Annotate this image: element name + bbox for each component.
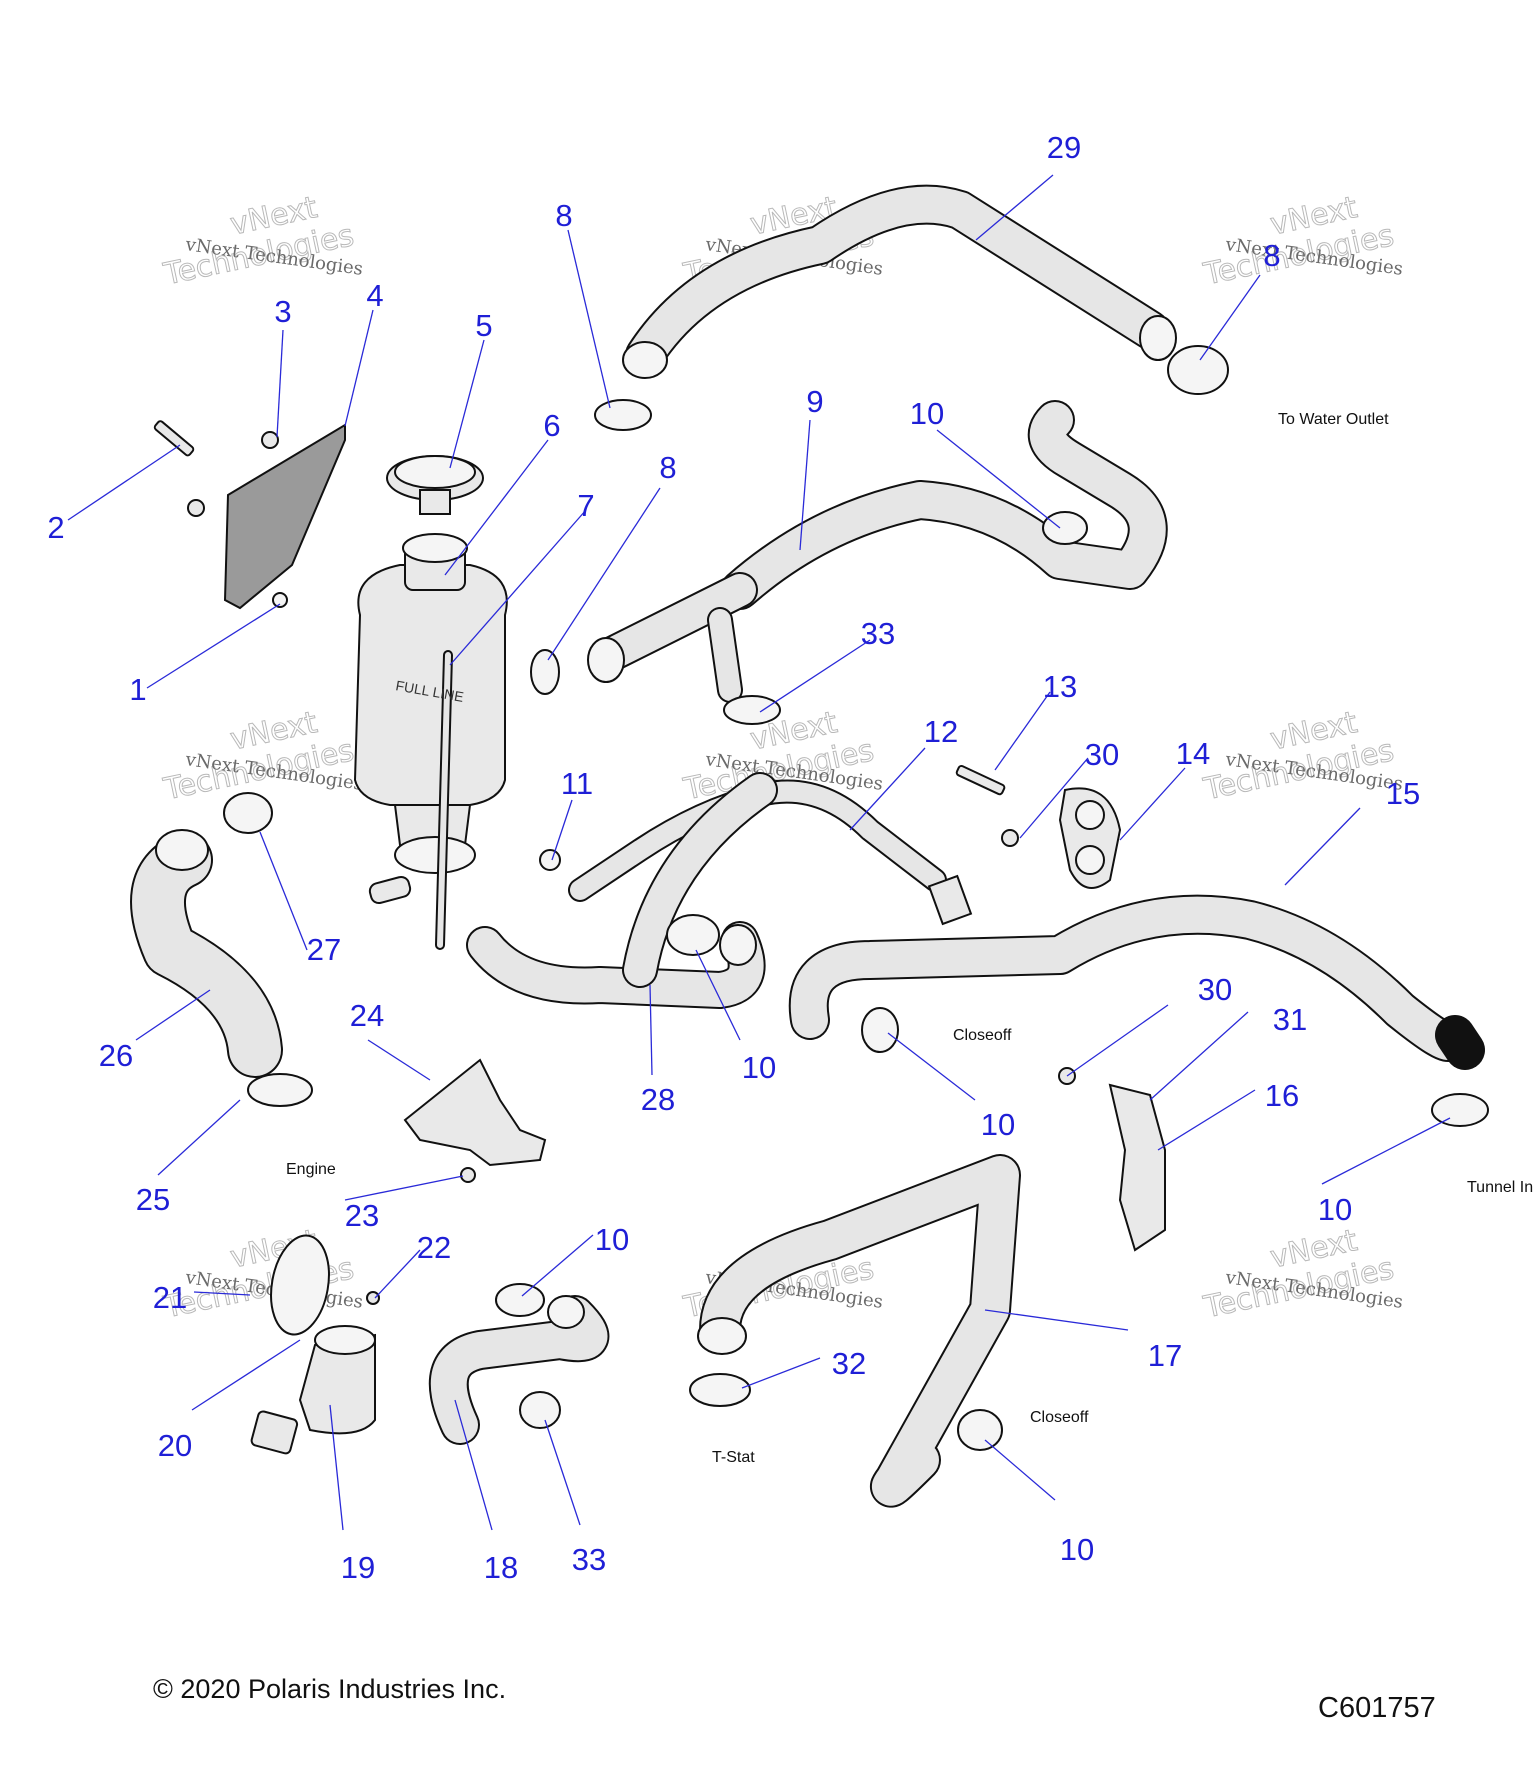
callout-3: 3 <box>274 294 291 329</box>
callout-labels: 1 2 3 4 5 6 7 8 8 8 9 10 10 10 10 10 10 … <box>47 130 1420 1585</box>
callout-4: 4 <box>366 278 383 313</box>
diagram-code: C601757 <box>1318 1692 1436 1724</box>
note-tstat: T-Stat <box>712 1449 755 1466</box>
hose-9 <box>587 400 1168 703</box>
callout-9: 9 <box>806 384 823 419</box>
hose-18 <box>428 1295 610 1445</box>
note-tunnel-in: Tunnel In <box>1467 1179 1533 1196</box>
callout-27: 27 <box>307 932 341 967</box>
callout-25: 25 <box>136 1182 170 1217</box>
callout-33a: 33 <box>861 616 895 651</box>
leader-lines <box>67 174 1451 1531</box>
callout-7: 7 <box>577 488 594 523</box>
callout-11: 11 <box>561 766 593 801</box>
callout-10b: 10 <box>742 1050 776 1085</box>
callout-10f: 10 <box>1060 1532 1094 1567</box>
callout-32: 32 <box>832 1346 866 1381</box>
copyright-notice: © 2020 Polaris Industries Inc. <box>153 1674 507 1704</box>
hose-17 <box>697 1154 1021 1508</box>
thermostat-housing-19 <box>250 1325 376 1455</box>
callout-19: 19 <box>341 1550 375 1585</box>
callout-16: 16 <box>1265 1078 1299 1113</box>
coolant-reservoir: FULL LINE <box>353 533 508 950</box>
callout-30b: 30 <box>1198 972 1232 1007</box>
bracket-4 <box>223 423 346 610</box>
note-closeoff: Closeoff <box>953 1027 1012 1044</box>
note-engine: Engine <box>286 1161 336 1178</box>
callout-12: 12 <box>924 714 958 749</box>
callout-8b: 8 <box>1263 238 1280 273</box>
callout-10d: 10 <box>1318 1192 1352 1227</box>
callout-10e: 10 <box>595 1222 629 1257</box>
clamps <box>223 345 1489 1451</box>
callout-26: 26 <box>99 1038 133 1073</box>
callout-24: 24 <box>350 998 384 1033</box>
elbow-24 <box>403 1058 547 1167</box>
callout-30a: 30 <box>1085 737 1119 772</box>
callout-2: 2 <box>47 510 64 545</box>
hose-12 <box>568 779 973 926</box>
bracket-16 <box>1108 1083 1166 1252</box>
callout-1: 1 <box>129 672 146 707</box>
note-water-outlet: To Water Outlet <box>1278 411 1389 428</box>
hose-29 <box>622 184 1177 379</box>
callout-15: 15 <box>1386 776 1420 811</box>
hose-28 <box>466 772 778 1009</box>
callout-23: 23 <box>345 1198 379 1233</box>
callout-28: 28 <box>641 1082 675 1117</box>
callout-21: 21 <box>153 1280 187 1315</box>
radiator-cap <box>386 455 484 515</box>
callout-17: 17 <box>1148 1338 1182 1373</box>
callout-14: 14 <box>1176 736 1210 771</box>
callout-29: 29 <box>1047 130 1081 165</box>
callout-31: 31 <box>1273 1002 1307 1037</box>
callout-33b: 33 <box>572 1542 606 1577</box>
callout-10a: 10 <box>910 396 944 431</box>
note-closeoff: Closeoff <box>1030 1409 1089 1426</box>
callout-5: 5 <box>475 308 492 343</box>
callout-6: 6 <box>543 408 560 443</box>
callout-22: 22 <box>417 1230 451 1265</box>
callout-8a: 8 <box>555 198 572 233</box>
fasteners <box>153 420 1076 1305</box>
diagram-notes: To Water Outlet Closeoff Closeoff Engine… <box>286 411 1533 1466</box>
callout-8c: 8 <box>659 450 676 485</box>
hose-26 <box>130 829 283 1078</box>
hose-15 <box>788 894 1485 1070</box>
callout-18: 18 <box>484 1550 518 1585</box>
callout-13: 13 <box>1043 669 1077 704</box>
callout-10c: 10 <box>981 1107 1015 1142</box>
callout-20: 20 <box>158 1428 192 1463</box>
clip-14 <box>1058 787 1122 889</box>
